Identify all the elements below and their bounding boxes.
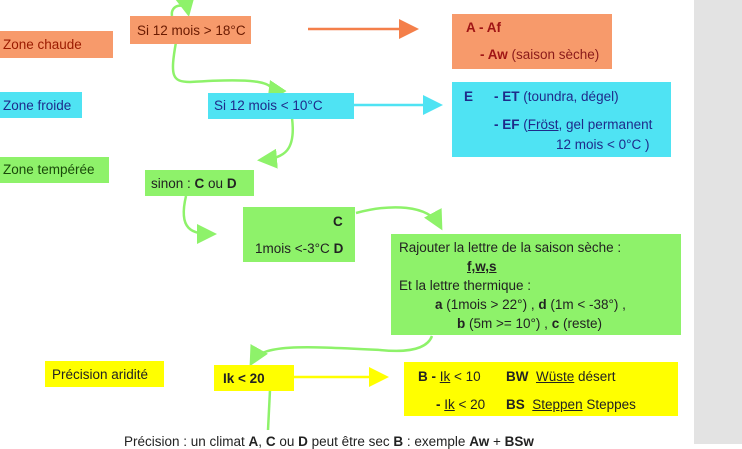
result-a-line2: - Aw (saison sèche): [480, 47, 600, 62]
footer-note: Précision : un climat A, C ou D peut êtr…: [124, 434, 534, 449]
result-e-ef-line2: 12 mois < 0°C ): [556, 137, 650, 152]
condition-hot: Si 12 mois > 18°C: [130, 16, 251, 44]
zone-hot-label: Zone chaude: [0, 31, 113, 58]
curve-ik-down: [266, 389, 272, 431]
season-line3: Et la lettre thermique :: [399, 278, 532, 293]
result-b-row1-right: BW Wüste désert: [506, 369, 616, 384]
aridity-ik: Ik < 20: [214, 365, 294, 391]
result-a-line1: A - Af: [466, 20, 501, 35]
cd-box: C 1mois <-3°C D: [243, 207, 355, 262]
season-line1: Rajouter la lettre de la saison sèche :: [399, 240, 622, 255]
result-b-row1: B - Ik < 10: [418, 369, 481, 384]
zone-temperate-label: Zone tempérée: [0, 157, 109, 183]
aridity-label: Précision aridité: [45, 361, 164, 387]
season-box: Rajouter la lettre de la saison sèche : …: [391, 234, 681, 335]
result-a-box: A - Af - Aw (saison sèche): [452, 14, 612, 69]
condition-else: sinon : C ou D: [145, 170, 254, 196]
zone-cold-label: Zone froide: [0, 92, 82, 118]
curve-top-entry: [170, 0, 195, 17]
season-line4: a (1mois > 22°) , d (1m < -38°) ,: [435, 297, 626, 312]
cd-c: C: [333, 214, 343, 229]
curve-hot-to-cold: [171, 41, 287, 103]
result-b-row2-right: BS Steppen Steppes: [506, 397, 636, 412]
season-line5: b (5m >= 10°) , c (reste): [457, 316, 602, 331]
curve-cold-to-else: [257, 117, 295, 169]
result-b-box: B - Ik < 10 BW Wüste désert - Ik < 20 BS…: [404, 362, 678, 416]
curve-else-to-cd: [182, 195, 217, 244]
result-e-letter: E: [464, 89, 474, 104]
season-letters: f,w,s: [467, 259, 497, 274]
result-e-ef: - EF (Fröst, gel permanent: [494, 117, 653, 132]
curve-cd-to-season: [355, 206, 443, 231]
right-scroll-gutter[interactable]: [694, 0, 742, 444]
curve-season-to-ik: [249, 335, 434, 367]
result-e-et: - ET (toundra, dégel): [494, 89, 619, 104]
result-b-row2: - Ik < 20: [436, 397, 486, 412]
condition-cold: Si 12 mois < 10°C: [208, 93, 354, 119]
result-e-box: E - ET (toundra, dégel) - EF (Fröst, gel…: [452, 82, 671, 157]
cd-d: 1mois <-3°C D: [255, 241, 344, 256]
